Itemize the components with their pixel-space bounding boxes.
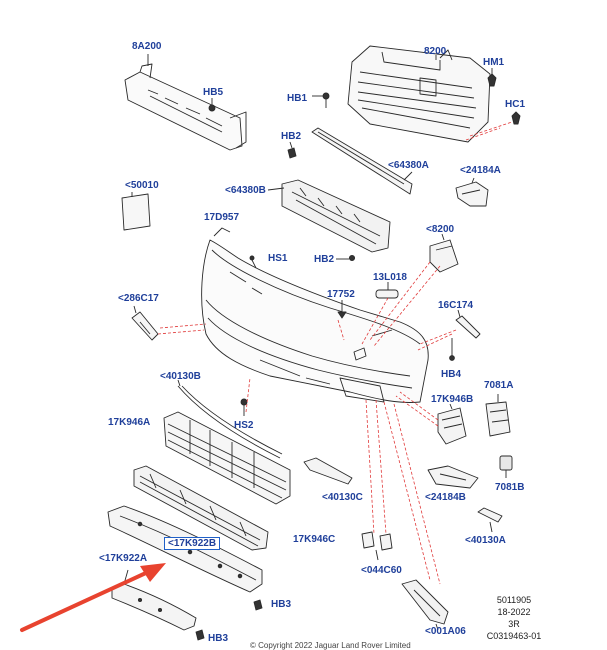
part-16c174-bracket	[455, 309, 481, 339]
callout-hb3-upper: HB3	[271, 599, 292, 610]
part-17k922a-tray	[111, 569, 197, 631]
callout-16c174: 16C174	[438, 300, 474, 311]
part-40130c-trim	[303, 457, 353, 485]
callout-hb5: HB5	[203, 87, 224, 98]
part-24184b-bracket	[427, 465, 479, 489]
ref-date: 18-2022	[497, 607, 531, 617]
callout-hb2-upper: HB2	[281, 131, 302, 142]
callout-hs2: HS2	[234, 420, 254, 431]
callout-8200-vent: <8200	[426, 224, 455, 235]
part-044c60-clips	[361, 531, 393, 561]
part-8200-grille	[347, 45, 491, 143]
fastener-hs2	[240, 398, 248, 416]
callout-64380b: <64380B	[225, 185, 266, 196]
ref-number: 5011905	[496, 595, 532, 605]
ref-rev: 3R	[508, 619, 520, 629]
callout-17k946c: 17K946C	[293, 534, 336, 545]
callout-17k946a: 17K946A	[108, 417, 151, 428]
part-8200-vent	[429, 233, 459, 273]
fastener-hb3-upper	[253, 599, 263, 611]
callout-hc1: HC1	[505, 99, 526, 110]
fastener-hb3-lower	[195, 629, 205, 641]
callout-044c60: <044C60	[361, 565, 402, 576]
callout-13l018: 13L018	[373, 272, 407, 283]
callout-hb3-lower: HB3	[208, 633, 229, 644]
fastener-hc1	[511, 111, 521, 125]
pointer-arrow	[20, 563, 166, 632]
copyright-notice: © Copyright 2022 Jaguar Land Rover Limit…	[250, 641, 411, 650]
callout-hb2-lower: HB2	[314, 254, 335, 265]
part-bumper-cover	[201, 227, 429, 403]
fastener-hb1	[312, 92, 330, 108]
callout-hm1: HM1	[483, 57, 505, 68]
callout-8a200: 8A200	[132, 41, 162, 52]
part-17k946c-reinforcement	[133, 465, 269, 551]
part-40130a-trim	[477, 507, 503, 533]
part-13l018-sensor	[375, 282, 399, 299]
part-7081a-housing	[485, 394, 511, 437]
callout-24184b: <24184B	[425, 492, 466, 503]
fastener-hm1	[487, 68, 497, 87]
callout-50010: <50010	[125, 180, 159, 191]
callout-hb4: HB4	[441, 369, 462, 380]
part-50010-plate	[121, 192, 151, 231]
fastener-hb2-lower	[336, 254, 356, 262]
callout-64380a: <64380A	[388, 160, 429, 171]
part-286c17-bracket	[131, 305, 159, 341]
assembly-leader-lines	[157, 121, 513, 585]
part-17752-clip	[337, 300, 347, 319]
callout-17k922b: <17K922B	[164, 537, 221, 550]
callout-7081b: 7081B	[495, 482, 525, 493]
callout-40130c: <40130C	[322, 492, 363, 503]
part-8a200-bracket	[124, 54, 247, 151]
fastener-hb4	[449, 338, 455, 361]
callout-hs1: HS1	[268, 253, 288, 264]
part-7081b-bulb	[499, 455, 513, 478]
fastener-hb2-upper	[287, 141, 297, 159]
callout-hb1: HB1	[287, 93, 308, 104]
fastener-hb5	[208, 98, 216, 112]
part-24184a-bracket	[455, 177, 489, 207]
callout-40130a: <40130A	[465, 535, 506, 546]
callout-8200-grille: 8200	[424, 46, 447, 57]
callout-001a06: <001A06	[425, 626, 466, 637]
ref-code: C0319463-01	[486, 631, 542, 641]
callout-17k922a: <17K922A	[99, 553, 148, 564]
part-64380b-absorber	[267, 179, 391, 253]
callout-286c17: <286C17	[118, 293, 159, 304]
callout-24184a: <24184A	[460, 165, 501, 176]
part-17k946a-grille	[163, 411, 291, 505]
callout-7081a: 7081A	[484, 380, 514, 391]
callout-17d957: 17D957	[204, 212, 240, 223]
callout-17752: 17752	[327, 289, 355, 300]
callout-40130b: <40130B	[160, 371, 201, 382]
part-17k946b-bracket	[437, 403, 467, 445]
part-64380a-beam	[311, 127, 413, 195]
part-40130b-trim	[177, 379, 283, 459]
part-001a06-bracket	[401, 579, 449, 631]
callout-17k946b: 17K946B	[431, 394, 474, 405]
